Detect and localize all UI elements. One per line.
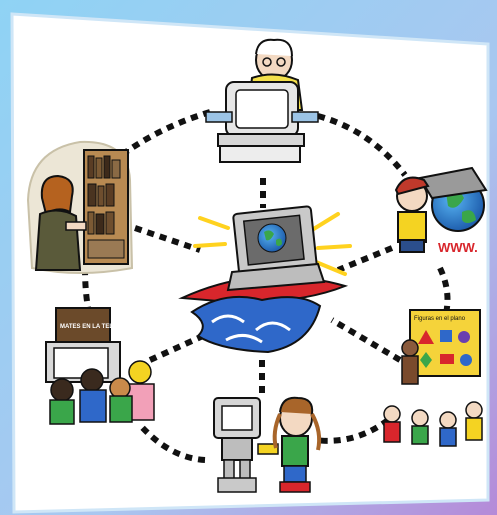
board-title: Figuras en el plano	[414, 316, 466, 322]
www-label: WWW.	[438, 240, 478, 255]
spoke-lower-left	[148, 332, 207, 363]
dots-bottom-left	[137, 422, 206, 463]
classroom-shapes-board-icon: Figuras en el plano	[383, 309, 483, 447]
spoke-upper-right	[336, 245, 394, 273]
dots-top-right	[317, 113, 408, 177]
spoke-lower-right	[330, 317, 402, 363]
tv-sign-label: MATES EN LA TELE	[60, 324, 117, 330]
woman-library-books-icon	[26, 140, 134, 274]
robot-girl-handshake-icon	[213, 396, 322, 493]
dots-bottom-right	[314, 417, 390, 444]
elderly-man-computer-icon	[205, 38, 319, 163]
computer-surfing-wave-icon	[178, 205, 352, 354]
boy-globe-www-icon: WWW.	[394, 166, 488, 255]
spoke-upper-left	[134, 225, 201, 253]
children-math-tv-icon: MATES EN LA TELE	[45, 307, 155, 425]
